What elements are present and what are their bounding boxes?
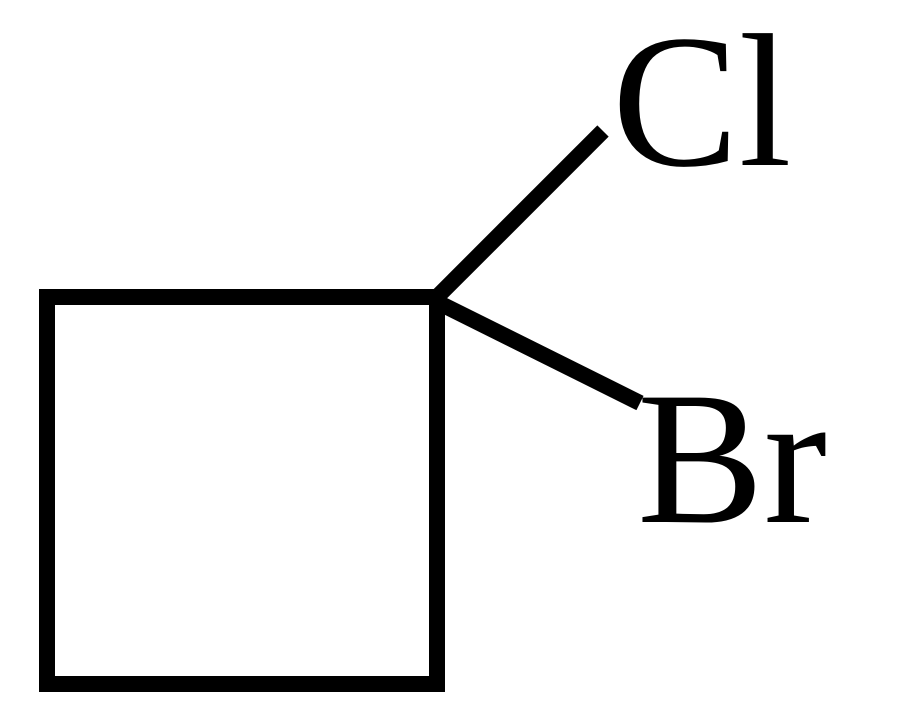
bond-to-bromine [433, 294, 644, 411]
bromine-label: Br [637, 354, 827, 564]
cyclobutane-ring [39, 289, 445, 692]
chlorine-label: Cl [612, 0, 792, 207]
bond-to-chlorine [431, 125, 609, 303]
